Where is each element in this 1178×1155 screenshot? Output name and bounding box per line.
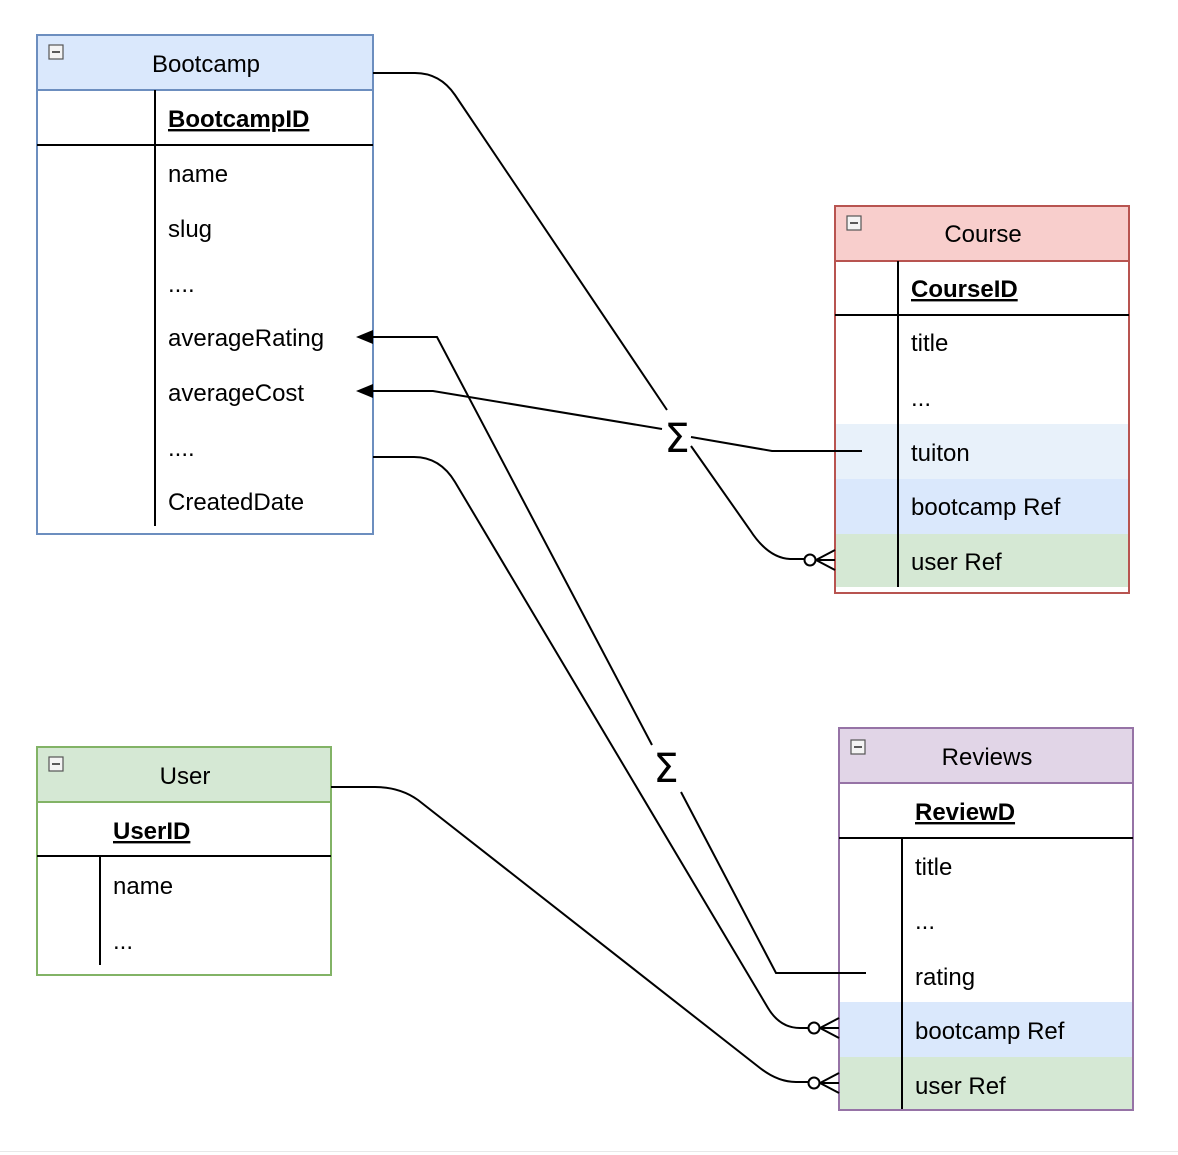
reviews-primary-key: ReviewD bbox=[915, 799, 1015, 826]
course-row-bootcamp-ref-bg bbox=[836, 479, 1128, 534]
crow-foot-course bbox=[815, 549, 836, 571]
minus-box-icon[interactable] bbox=[846, 215, 862, 231]
minus-box-icon[interactable] bbox=[48, 44, 64, 60]
course-row-user-ref-bg bbox=[836, 534, 1128, 587]
user-field: ... bbox=[113, 928, 133, 955]
course-field: bootcamp Ref bbox=[911, 494, 1061, 521]
course-field: title bbox=[911, 330, 948, 357]
sum-symbol-rating: Σ bbox=[653, 746, 678, 792]
course-header bbox=[834, 205, 1130, 262]
optional-marker-course bbox=[803, 553, 817, 567]
bootcamp-field: slug bbox=[168, 216, 212, 243]
user-primary-key: UserID bbox=[113, 818, 190, 845]
reviews-row-user-ref-bg bbox=[840, 1057, 1132, 1109]
user-title: User bbox=[160, 763, 211, 790]
entity-course[interactable]: Course CourseID title ... tuiton bootcam… bbox=[834, 205, 1130, 594]
bootcamp-header bbox=[36, 34, 374, 91]
bootcamp-field: name bbox=[168, 161, 228, 188]
connector-bootcamp-course[interactable] bbox=[373, 72, 668, 411]
optional-marker-reviews-bootcamp bbox=[807, 1021, 821, 1035]
reviews-field: ... bbox=[915, 908, 935, 935]
course-title: Course bbox=[944, 221, 1021, 248]
course-primary-key: CourseID bbox=[911, 276, 1018, 303]
minus-box-icon[interactable] bbox=[850, 739, 866, 755]
entity-reviews[interactable]: Reviews ReviewD title ... rating bootcam… bbox=[838, 727, 1134, 1111]
crow-foot-reviews-user bbox=[819, 1072, 840, 1094]
connector-user-reviews[interactable] bbox=[331, 786, 808, 1083]
bootcamp-primary-key: BootcampID bbox=[168, 106, 309, 133]
optional-marker-reviews-user bbox=[807, 1076, 821, 1090]
bootcamp-field: .... bbox=[168, 435, 195, 462]
minus-box-icon[interactable] bbox=[48, 756, 64, 772]
bootcamp-field: CreatedDate bbox=[168, 489, 304, 516]
bootcamp-field: .... bbox=[168, 271, 195, 298]
connector-tuiton-sum[interactable] bbox=[690, 436, 862, 452]
sum-symbol-cost: Σ bbox=[664, 416, 689, 462]
connector-sum-averagerating[interactable] bbox=[372, 336, 653, 746]
connector-rating-sum[interactable] bbox=[680, 791, 866, 974]
course-field: ... bbox=[911, 385, 931, 412]
user-header bbox=[36, 746, 332, 803]
reviews-field: rating bbox=[915, 964, 975, 991]
course-field: tuiton bbox=[911, 440, 970, 467]
reviews-title: Reviews bbox=[942, 744, 1033, 771]
bootcamp-field: averageCost bbox=[168, 380, 304, 407]
page-bottom-divider bbox=[0, 1151, 1178, 1152]
reviews-row-bootcamp-ref-bg bbox=[840, 1002, 1132, 1057]
bootcamp-box bbox=[36, 34, 374, 535]
bootcamp-field: averageRating bbox=[168, 325, 324, 352]
course-row-tuiton-bg bbox=[836, 424, 1128, 479]
course-field: user Ref bbox=[911, 549, 1002, 576]
bootcamp-title: Bootcamp bbox=[152, 51, 260, 78]
connector-sum-averagecost[interactable] bbox=[372, 390, 663, 430]
entity-bootcamp[interactable]: Bootcamp BootcampID name slug .... avera… bbox=[36, 34, 374, 535]
connector-bootcamp-course-end[interactable] bbox=[690, 445, 804, 560]
crow-foot-reviews-bootcamp bbox=[819, 1017, 840, 1039]
reviews-field: user Ref bbox=[915, 1073, 1006, 1100]
reviews-header bbox=[838, 727, 1134, 784]
reviews-field: bootcamp Ref bbox=[915, 1018, 1065, 1045]
connector-bootcamp-reviews[interactable] bbox=[373, 456, 808, 1029]
arrowhead-averagerating bbox=[356, 330, 373, 344]
user-field: name bbox=[113, 873, 173, 900]
reviews-field: title bbox=[915, 854, 952, 881]
entity-user[interactable]: User UserID name ... bbox=[36, 746, 332, 976]
arrowhead-averagecost bbox=[356, 384, 373, 398]
